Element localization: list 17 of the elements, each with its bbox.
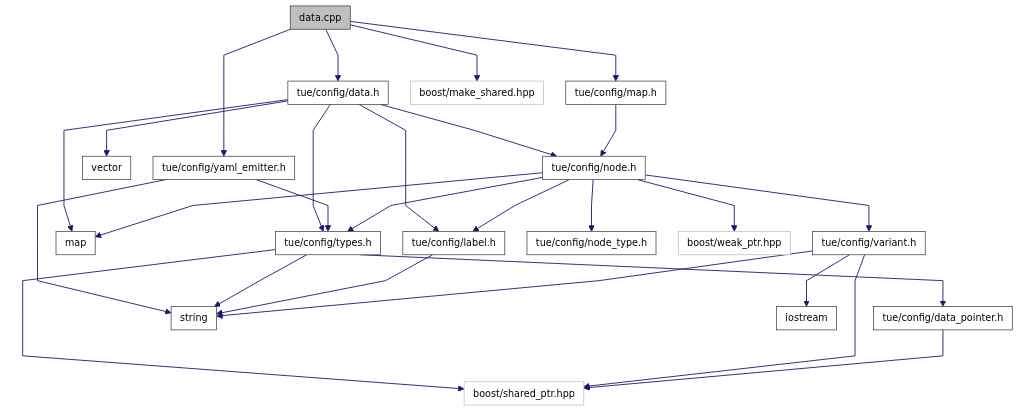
node-box: tue/config/map.h	[565, 80, 667, 105]
node-box: tue/config/yaml_emitter.h	[152, 155, 296, 180]
node-box: tue/config/data.h	[287, 80, 389, 105]
node-box: iostream	[776, 306, 837, 331]
node-box: string	[170, 306, 217, 331]
node-box: data.cpp	[289, 5, 351, 30]
node-box: tue/config/node_type.h	[526, 231, 657, 256]
node-box: boost/weak_ptr.hpp	[677, 231, 791, 256]
node-box: boost/shared_ptr.hpp	[463, 381, 585, 406]
node-box: tue/config/types.h	[275, 231, 381, 256]
node-box: tue/config/variant.h	[812, 231, 926, 256]
node-box: tue/config/data_pointer.h	[873, 306, 1013, 331]
node-box: map	[55, 231, 96, 256]
node-box: vector	[82, 155, 132, 180]
node-box: boost/make_shared.hpp	[410, 80, 544, 105]
node-box: tue/config/label.h	[402, 231, 506, 256]
node-box: tue/config/node.h	[542, 155, 646, 180]
